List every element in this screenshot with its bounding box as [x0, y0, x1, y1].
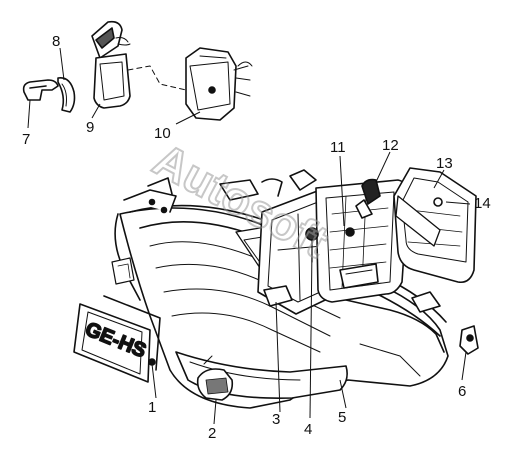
part-8-gasket [57, 76, 76, 113]
callout-11: 11 [330, 139, 346, 156]
callout-1: 1 [148, 399, 156, 416]
part-12-bulb [345, 178, 381, 237]
callout-labels: 8 7 9 10 11 12 13 14 6 5 4 3 2 1 [22, 33, 491, 442]
callout-5: 5 [338, 409, 346, 426]
callout-2: 2 [208, 425, 216, 442]
callout-9: 9 [86, 119, 94, 136]
part-1-plate-holder [73, 257, 161, 383]
leader-lines [27, 47, 471, 425]
callout-12: 12 [382, 137, 399, 154]
callout-6: 6 [458, 383, 466, 400]
callout-14: 14 [474, 195, 491, 212]
callout-13: 13 [436, 155, 453, 172]
callout-10: 10 [154, 125, 171, 142]
callout-7: 7 [22, 131, 30, 148]
callout-8: 8 [52, 33, 60, 50]
callout-4: 4 [304, 421, 312, 438]
callout-3: 3 [272, 411, 280, 428]
part-3-bracket [263, 285, 293, 307]
part-9-lens-lamp [91, 20, 131, 109]
leader-dashed-9-10 [127, 65, 187, 91]
part-13-foglamp [393, 167, 477, 284]
part-2-lamp [196, 355, 234, 401]
part-6-clip [411, 291, 479, 355]
part-7-bracket [22, 79, 59, 101]
part-10-housing [185, 47, 253, 121]
